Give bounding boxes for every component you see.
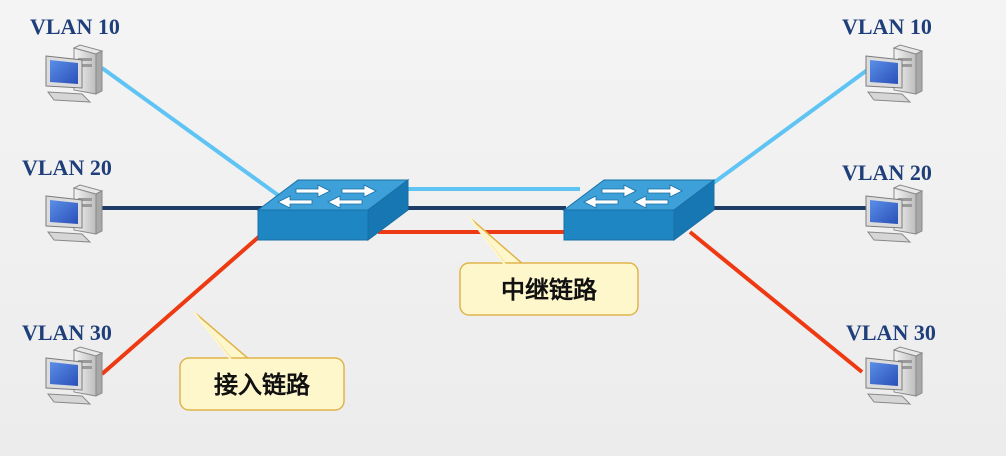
access-link-callout: 接入链路 xyxy=(179,311,345,411)
right-vlan10-access-link xyxy=(710,66,872,186)
left-vlan30-access-link xyxy=(100,232,264,376)
link-lines xyxy=(100,66,872,376)
right-vlan10-pc-icon xyxy=(865,44,923,103)
right-vlan30-pc-icon xyxy=(865,346,923,405)
trunk-link-callout: 中继链路 xyxy=(459,217,639,316)
left-vlan10-access-link xyxy=(100,66,284,200)
right-vlan20-label: VLAN 20 xyxy=(842,160,932,185)
left-vlan10-label: VLAN 10 xyxy=(30,14,120,39)
left-vlan30-label: VLAN 30 xyxy=(22,320,112,345)
right-vlan30-access-link xyxy=(688,230,864,374)
right-vlan20-pc-icon xyxy=(865,184,923,243)
right-vlan10-label: VLAN 10 xyxy=(842,14,932,39)
access-link-label: 接入链路 xyxy=(214,371,311,399)
trunk-link-label: 中继链路 xyxy=(501,276,598,304)
left-vlan10-pc-icon xyxy=(45,44,103,103)
left-vlan30-pc-icon xyxy=(45,346,103,405)
right-vlan30-label: VLAN 30 xyxy=(846,320,936,345)
left-vlan20-label: VLAN 20 xyxy=(22,155,112,180)
left-vlan20-pc-icon xyxy=(45,184,103,243)
